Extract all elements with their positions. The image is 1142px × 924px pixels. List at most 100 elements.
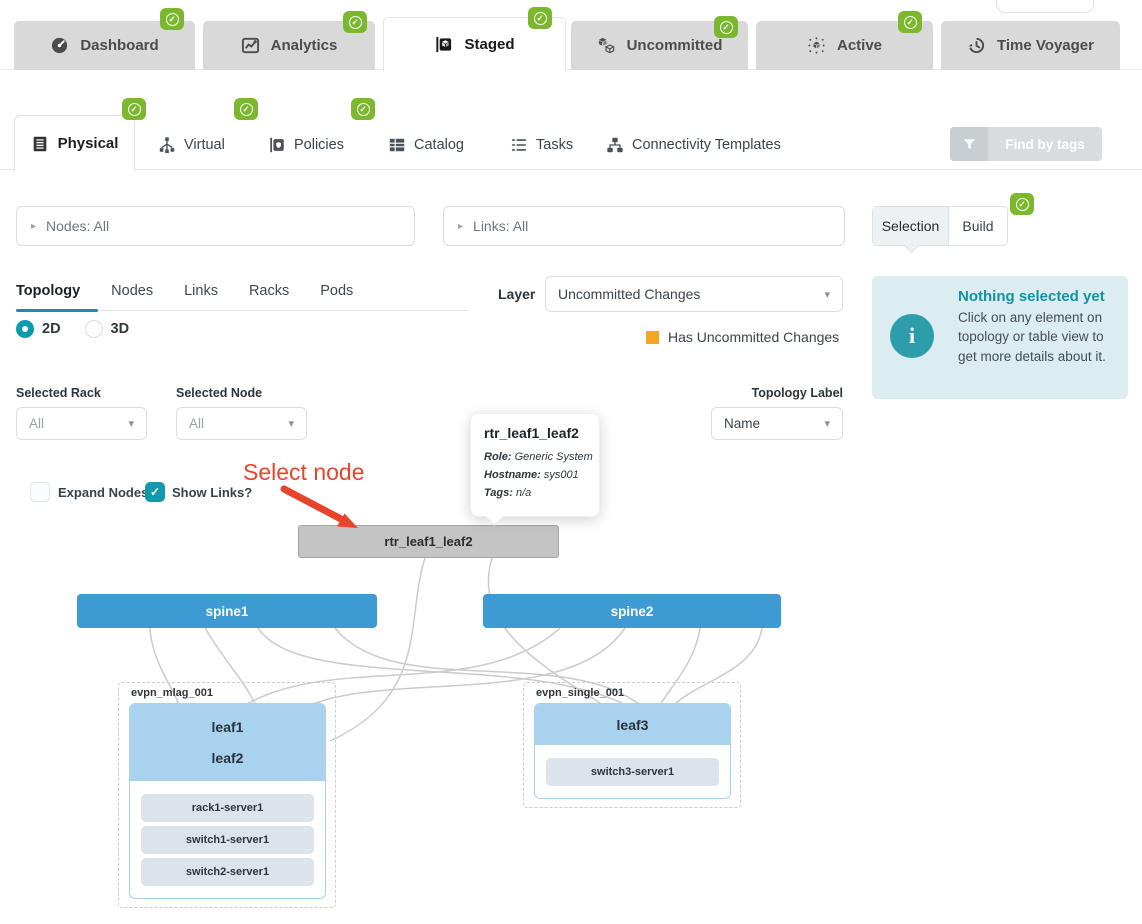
selected-rack-value: All (29, 416, 45, 431)
topology-label-label: Topology Label (751, 386, 843, 400)
tab-label: Physical (57, 135, 119, 152)
node-spine2[interactable]: spine2 (483, 594, 781, 628)
tab-physical[interactable]: Physical (14, 115, 135, 171)
topology-label-dropdown[interactable]: Name ▾ (711, 407, 843, 440)
links-filter-value: Links: All (473, 218, 529, 234)
active-tab-underline (16, 309, 98, 312)
view-tab-nodes[interactable]: Nodes (111, 283, 154, 299)
selected-rack-label: Selected Rack (16, 386, 101, 400)
links-filter-input[interactable]: ▸ Links: All (443, 206, 845, 246)
tab-label: Connectivity Templates (632, 137, 781, 153)
tab-policies[interactable]: Policies (268, 130, 344, 160)
tab-label: Staged (464, 36, 515, 53)
check-icon: ✓ (165, 12, 179, 26)
selected-node-value: All (189, 416, 205, 431)
status-badge-check: ✓ (528, 7, 552, 29)
node-switch3-server1[interactable]: switch3-server1 (546, 758, 719, 786)
layer-label: Layer (498, 286, 536, 302)
check-icon: ✓ (719, 20, 733, 34)
legend-color-swatch (646, 330, 659, 344)
nodes-filter-input[interactable]: ▸ Nodes: All (16, 206, 415, 246)
tab-time-voyager[interactable]: Time Voyager (941, 21, 1120, 70)
status-badge-check: ✓ (351, 98, 375, 120)
view-tab-links[interactable]: Links (184, 283, 218, 299)
node-rack1-server1[interactable]: rack1-server1 (141, 794, 314, 822)
tooltip-tags-row: Tags: n/a (484, 484, 586, 502)
nothing-selected-panel: i Nothing selected yet Click on any elem… (872, 276, 1128, 399)
side-panel-tabs: Selection Build (872, 206, 1008, 254)
rack-evpn-single-001[interactable]: evpn_single_001 leaf3 switch3-server1 (523, 682, 741, 808)
check-icon: ✓ (1015, 197, 1029, 211)
partial-topright-element (996, 0, 1094, 13)
tooltip-tags-label: Tags: (484, 487, 513, 500)
view-tab-pods[interactable]: Pods (320, 283, 354, 299)
tab-staged[interactable]: Staged (383, 17, 566, 71)
tab-catalog[interactable]: Catalog (388, 130, 464, 160)
info-icon: i (890, 314, 934, 358)
info-body: Click on any element on topology or tabl… (958, 310, 1106, 364)
analytics-icon (241, 37, 259, 54)
status-badge-check: ✓ (234, 98, 258, 120)
find-by-tags-button[interactable]: Find by tags (950, 127, 1102, 161)
view-tab-racks[interactable]: Racks (248, 283, 290, 299)
node-switch1-server1[interactable]: switch1-server1 (141, 826, 314, 854)
node-rtr-leaf1-leaf2[interactable]: rtr_leaf1_leaf2 (298, 525, 559, 558)
tab-label: Active (836, 37, 883, 54)
rack-card: leaf1 leaf2 rack1-server1 switch1-server… (129, 703, 326, 899)
check-icon: ✓ (533, 11, 547, 25)
view-tabs: Topology Nodes Links Racks Pods (16, 283, 468, 312)
check-icon: ✓ (356, 102, 370, 116)
tooltip-role-label: Role: (484, 451, 512, 463)
radio-label: 3D (110, 321, 130, 337)
chevron-down-icon: ▾ (824, 418, 830, 430)
rack-card: leaf3 switch3-server1 (534, 703, 731, 799)
catalog-icon (389, 138, 405, 152)
show-links-checkbox[interactable]: ✓ (145, 482, 165, 502)
node-leaf2[interactable]: leaf2 (211, 750, 244, 766)
tab-tasks[interactable]: Tasks (510, 130, 573, 160)
selected-node-dropdown[interactable]: All ▾ (176, 407, 307, 440)
check-icon: ✓ (239, 102, 253, 116)
server-list: switch3-server1 (535, 745, 730, 786)
policies-icon (270, 137, 284, 153)
tab-label: Selection (881, 218, 940, 234)
annotation-select-node: Select node (243, 459, 365, 485)
rack-name: evpn_mlag_001 (131, 687, 213, 699)
active-icon (808, 37, 825, 54)
tab-label: Virtual (184, 137, 225, 153)
selected-node-label: Selected Node (176, 386, 263, 400)
tab-label: Time Voyager (997, 37, 1094, 54)
radio-3d[interactable]: 3D (84, 320, 130, 338)
rack-evpn-mlag-001[interactable]: evpn_mlag_001 leaf1 leaf2 rack1-server1 … (118, 682, 336, 908)
selected-rack-dropdown[interactable]: All ▾ (16, 407, 147, 440)
selection-caret (903, 237, 920, 254)
expand-nodes-label: Expand Nodes? (58, 485, 157, 500)
node-spine1[interactable]: spine1 (77, 594, 377, 628)
nodes-filter-value: Nodes: All (46, 218, 110, 234)
radio-2d[interactable]: 2D (16, 320, 61, 338)
tab-label: Catalog (414, 137, 464, 153)
status-badge-check: ✓ (343, 11, 367, 33)
rack-name: evpn_single_001 (536, 687, 625, 699)
tab-connectivity-templates[interactable]: Connectivity Templates (606, 130, 781, 160)
view-mode-radios: 2D 3D (16, 320, 129, 338)
expander-icon: ▸ (31, 220, 37, 232)
node-tooltip: rtr_leaf1_leaf2 Role: Generic System Hos… (470, 413, 600, 526)
show-links-label: Show Links? (172, 485, 253, 500)
tab-selection[interactable]: Selection (873, 207, 949, 254)
check-icon: ✓ (127, 102, 141, 116)
node-leaf1[interactable]: leaf1 (211, 719, 244, 735)
leaf-group: leaf3 (535, 704, 730, 745)
info-title: Nothing selected yet (958, 288, 1105, 305)
node-switch2-server1[interactable]: switch2-server1 (141, 858, 314, 886)
expand-nodes-checkbox[interactable] (30, 482, 50, 502)
layer-dropdown[interactable]: Uncommitted Changes ▾ (545, 276, 843, 312)
node-leaf3[interactable]: leaf3 (616, 716, 649, 733)
tooltip-hostname-row: Hostname: sys001 (484, 466, 586, 484)
topology-label-value: Name (724, 416, 761, 431)
tab-build[interactable]: Build (949, 207, 1007, 245)
tab-virtual[interactable]: Virtual (158, 130, 225, 160)
view-tab-topology[interactable]: Topology (16, 283, 81, 299)
status-badge-check: ✓ (122, 98, 146, 120)
